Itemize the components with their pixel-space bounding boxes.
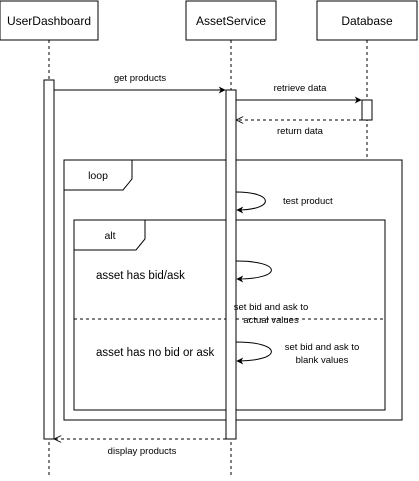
message-return-data-label: return data: [277, 126, 324, 137]
alt-fragment-label: alt: [104, 230, 115, 242]
alt-fragment-tab: [73, 219, 146, 251]
message-test-product-label: test product: [283, 196, 333, 207]
guard-no-bid-ask: asset has no bid or ask: [96, 347, 215, 359]
participant-database-label: Database: [341, 14, 393, 28]
message-set-actual-values-arrow: [235, 260, 272, 283]
participant-user-dashboard: UserDashboard: [0, 0, 99, 41]
activation-asset-service: [225, 89, 237, 440]
participant-database: Database: [316, 0, 418, 41]
message-display-products-label: display products: [108, 446, 177, 457]
message-set-blank-values-label-line1: set bid and ask to: [285, 342, 359, 353]
activation-user-dashboard: [43, 79, 55, 440]
activation-database: [361, 99, 373, 121]
participant-asset-service-label: AssetService: [196, 14, 266, 28]
message-retrieve-data-label: retrieve data: [274, 83, 328, 94]
participant-asset-service: AssetService: [185, 0, 277, 41]
loop-fragment-tab: [63, 159, 133, 191]
message-set-blank-values-label-line2: blank values: [296, 355, 349, 366]
guard-has-bid-ask: asset has bid/ask: [96, 270, 185, 282]
message-set-actual-values-label-line1: set bid and ask to: [234, 302, 308, 313]
loop-fragment-label: loop: [88, 170, 108, 182]
message-set-actual-values-label-line2: actual values: [243, 315, 299, 326]
participant-user-dashboard-label: UserDashboard: [7, 14, 91, 28]
message-get-products-label: get products: [114, 73, 167, 84]
message-set-blank-values-arrow: [235, 341, 272, 365]
message-test-product-arrow: [235, 191, 266, 214]
